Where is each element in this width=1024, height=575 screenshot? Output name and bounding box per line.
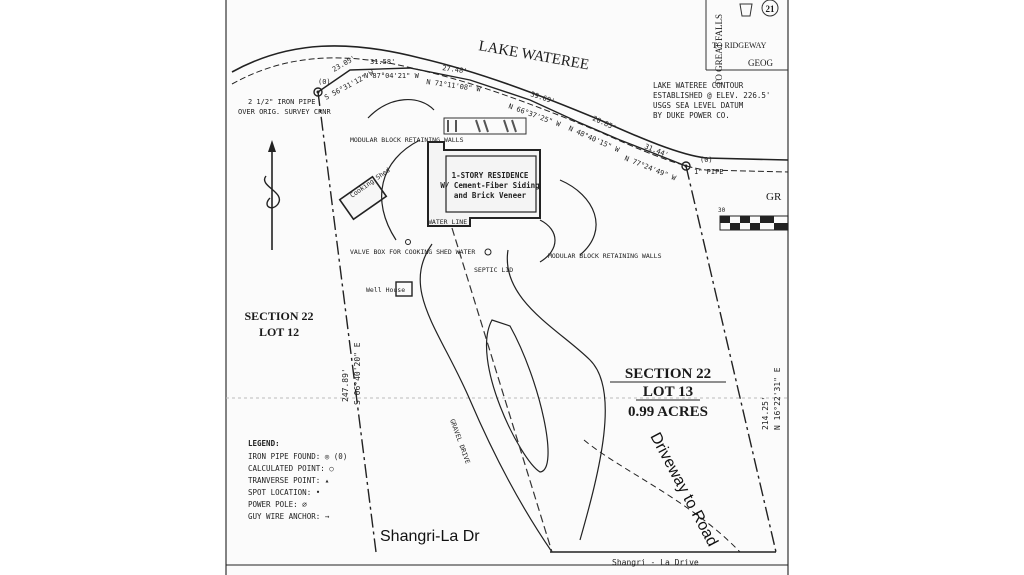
legend-item-traverse: TRANVERSE POINT: ▴	[248, 476, 329, 485]
residence-inner-outline	[445, 155, 537, 213]
street-label: Shangri-La Dr	[380, 528, 480, 545]
survey-traverse-line	[451, 227, 553, 553]
west-bearing-distance: 247.89'	[341, 368, 350, 402]
contour-note-line3: USGS SEA LEVEL DATUM	[653, 101, 744, 110]
scale-bar	[719, 215, 789, 231]
retaining-wall-left-label: MODULAR BLOCK RETAINING WALLS	[350, 136, 464, 144]
geog-label: GEOG	[748, 58, 773, 68]
residence-label-3: and Brick Veneer	[454, 191, 527, 200]
scale-bar-label: 30	[718, 207, 726, 214]
retaining-wall-right-inner	[539, 219, 556, 263]
gravel-drive-east-edge	[506, 249, 606, 541]
to-ridgeway-label: TO RIDGEWAY	[712, 41, 767, 50]
legend-title: LEGEND:	[248, 439, 280, 448]
retaining-wall-right-arc	[559, 179, 597, 256]
valve-box-label: VALVE BOX FOR COOKING SHED WATER	[350, 248, 475, 256]
east-boundary-line	[685, 165, 777, 553]
lot13-section: SECTION 22	[625, 366, 711, 382]
retaining-wall-left-lower	[381, 139, 421, 241]
nw-iron-mark: (0)	[318, 78, 331, 86]
iron-pipe-nw-center	[316, 90, 320, 94]
nw-corner-note-1: 2 1/2" IRON PIPE	[248, 98, 315, 106]
lot12-lot: LOT 12	[259, 325, 299, 339]
iron-pipe-ne-center	[684, 164, 688, 168]
cooking-shed	[338, 175, 388, 221]
bearing-2-distance: 31.58'	[370, 58, 395, 66]
legend-item-guy-wire: GUY WIRE ANCHOR: →	[248, 512, 330, 521]
to-great-falls-label: TO GREAT FALLS	[714, 14, 724, 86]
gravel-drive-west-edge	[419, 243, 553, 553]
retaining-wall-right-label: MODULAR BLOCK RETAINING WALLS	[548, 252, 662, 260]
lot13-lot: LOT 13	[643, 384, 693, 400]
east-bearing-direction: N 16°22'31" E	[773, 367, 782, 430]
residence-label-1: 1-STORY RESIDENCE	[452, 171, 529, 180]
west-bearing-direction: S 06°40'20" E	[353, 342, 362, 405]
lot12-section: SECTION 22	[244, 309, 313, 323]
water-line-label: WATER LINE	[428, 218, 467, 226]
legend-item-iron-pipe: IRON PIPE FOUND: ◎ (0)	[248, 452, 347, 461]
nw-corner-note-2: OVER ORIG. SURVEY CRNR	[238, 108, 332, 116]
lake-shoreline-upper	[231, 45, 789, 161]
deck-hatch-marks	[447, 119, 517, 133]
ne-corner-note: 1" PIPE	[694, 168, 724, 176]
bearing-3-distance: 27.48'	[442, 64, 468, 75]
north-arrow-icon	[263, 140, 281, 250]
route-number: 21	[766, 4, 776, 14]
legend-item-spot: SPOT LOCATION: •	[248, 488, 320, 497]
east-bearing-distance: 214.25'	[761, 396, 770, 430]
well-house-label: Well House	[366, 286, 405, 294]
septic-lid-label: SEPTIC LID	[474, 266, 513, 274]
bearing-2-direction: N 87°04'21" W	[364, 72, 420, 80]
lot13-acreage: 0.99 ACRES	[628, 404, 708, 420]
iron-pipe-nw-icon	[313, 87, 323, 97]
ne-iron-mark: (0)	[700, 156, 713, 164]
legend-item-calculated: CALCULATED POINT: ○	[248, 464, 334, 473]
west-boundary-line	[317, 91, 377, 553]
lake-shoreline-lower	[231, 57, 789, 173]
well-house-box	[395, 281, 413, 297]
gravel-drive-island	[486, 319, 549, 473]
legend-item-power-pole: POWER POLE: ⌀	[248, 500, 307, 509]
lake-boundary-line	[317, 67, 687, 167]
retaining-wall-left-arc	[367, 99, 435, 119]
route-circle-icon	[761, 0, 779, 17]
iron-pipe-ne-icon	[681, 161, 691, 171]
residence-label-2: W/ Cement-Fiber Siding	[440, 181, 540, 190]
route-shield-icon	[739, 3, 753, 17]
septic-lid-icon	[484, 248, 492, 256]
deck-hatched	[443, 117, 527, 135]
contour-note-line4: BY DUKE POWER CO.	[653, 111, 730, 120]
contour-note-line2: ESTABLISHED @ ELEV. 226.5'	[653, 91, 770, 100]
contour-note-line1: LAKE WATEREE CONTOUR	[653, 81, 744, 90]
valve-box-icon	[405, 239, 411, 245]
bottom-street-label: Shangri - La Drive	[612, 558, 699, 567]
gr-label: GR	[766, 191, 782, 203]
residence-footprint	[427, 141, 541, 227]
